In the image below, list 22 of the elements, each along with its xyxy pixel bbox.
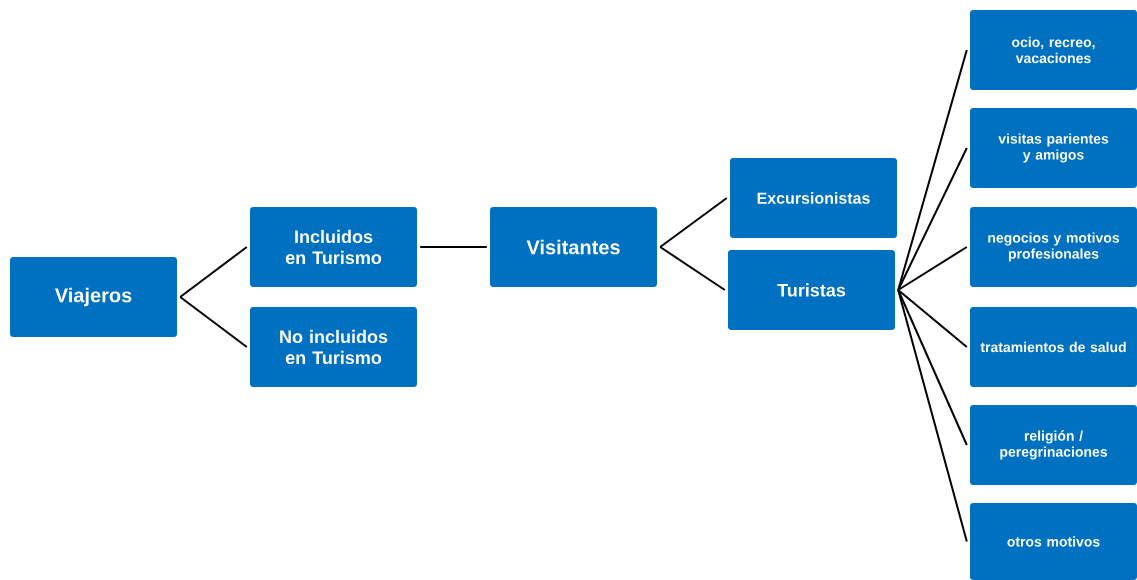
connector-line [179, 296, 248, 348]
process-box: Incluidos en Turismo [250, 207, 417, 287]
connector-line [897, 289, 968, 543]
process-box: No incluidos en Turismo [250, 307, 417, 387]
process-box: visitas parientes y amigos [970, 108, 1137, 188]
connector-line [897, 289, 968, 446]
connector-line [897, 289, 968, 348]
process-box: Excursionistas [730, 158, 897, 238]
connector-line [659, 246, 726, 291]
process-box: negocios y motivos profesionales [970, 207, 1137, 287]
process-box: otros motivos [970, 503, 1137, 580]
process-box: Viajeros [10, 257, 177, 337]
process-box: tratamientos de salud [970, 307, 1137, 387]
connector-line [897, 246, 968, 291]
connector-line [419, 246, 488, 248]
process-box: religión / peregrinaciones [970, 405, 1137, 485]
connector-line [179, 246, 248, 298]
process-box: Visitantes [490, 207, 657, 287]
connector-line [659, 197, 728, 248]
connector-line [897, 147, 968, 291]
process-box: ocio, recreo, vacaciones [970, 10, 1137, 90]
process-box: Turistas [728, 250, 895, 330]
